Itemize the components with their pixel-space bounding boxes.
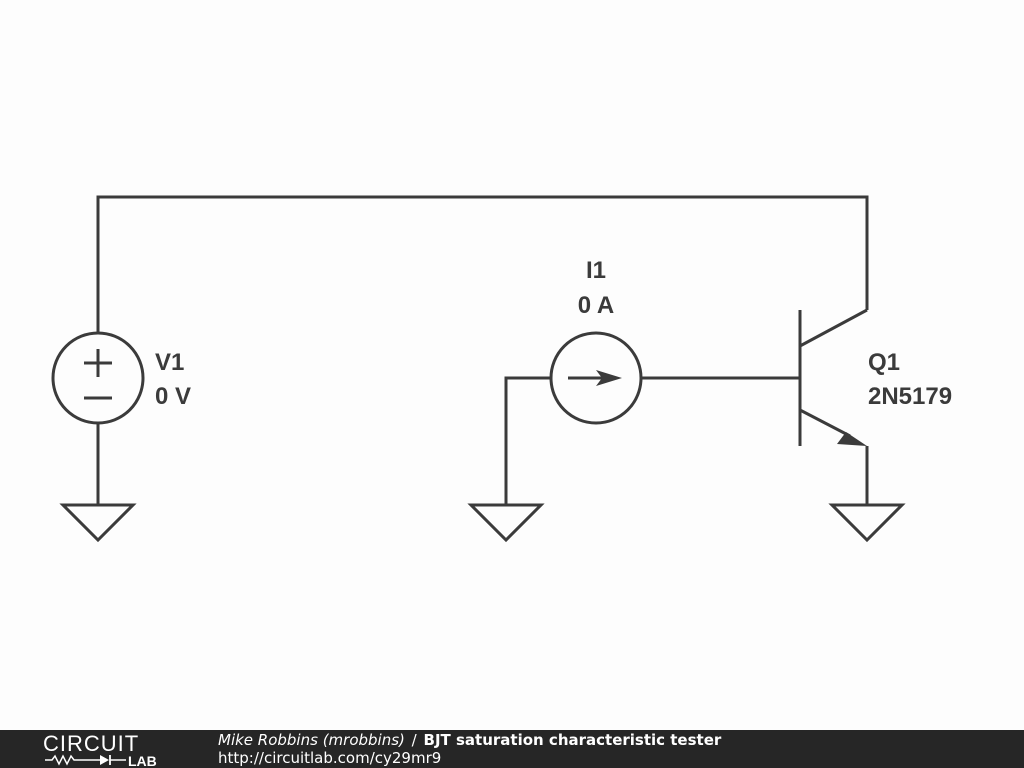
wire-i1-ground	[504, 376, 551, 505]
voltage-source-body	[51, 331, 145, 425]
v1-value-label: 0 V	[155, 383, 191, 410]
ground-icon-i1	[467, 503, 545, 543]
transistor-q1: Q1 2N5179	[798, 308, 952, 446]
arrow-right-icon	[596, 370, 622, 386]
ground-icon-v1	[59, 503, 137, 543]
footer-credit: Mike Robbins (mrobbins) / BJT saturation…	[218, 731, 721, 749]
logo-text-top: CIRCUIT	[43, 731, 139, 756]
resistor-icon	[45, 754, 82, 766]
logo-text-bottom: LAB	[128, 753, 157, 768]
emitter-arrow-icon	[837, 432, 867, 446]
current-source-i1: I1 0 A	[549, 257, 643, 425]
circuit-title[interactable]: BJT saturation characteristic tester	[423, 731, 722, 749]
transistor-emitter	[799, 408, 851, 438]
v1-name-label: V1	[155, 349, 184, 376]
i1-value-label: 0 A	[578, 292, 614, 319]
footer-bar: CIRCUIT LAB Mike Robbins (mrobbins) / BJ…	[0, 730, 1024, 768]
transistor-collector	[799, 308, 868, 348]
i1-name-label: I1	[586, 257, 606, 284]
diode-icon	[100, 755, 109, 765]
author-name[interactable]: Mike Robbins (mrobbins)	[218, 731, 405, 749]
circuit-schematic: V1 0 V I1 0 A Q1 2N5179	[51, 195, 952, 543]
q1-part-label: 2N5179	[868, 383, 952, 410]
separator: /	[411, 731, 417, 749]
circuitlab-logo[interactable]: CIRCUIT LAB	[40, 730, 180, 768]
voltage-source-v1: V1 0 V	[51, 331, 191, 425]
circuit-url-link[interactable]: http://circuitlab.com/cy29mr9	[218, 749, 442, 767]
wire-top	[96, 195, 869, 333]
q1-name-label: Q1	[868, 349, 900, 376]
ground-icon-q1	[828, 503, 906, 543]
